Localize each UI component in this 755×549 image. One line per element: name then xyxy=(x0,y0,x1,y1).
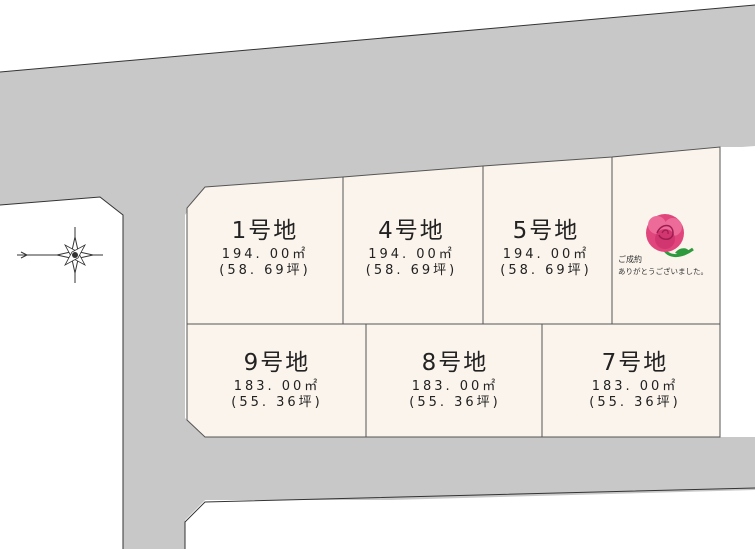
lot-name: 8号地 xyxy=(421,350,489,376)
sold-message: ご成約 ありがとうございました。 xyxy=(618,254,720,278)
lot-area: 183. 00㎡ xyxy=(411,379,499,394)
lot-name: 5号地 xyxy=(512,218,580,244)
lot-area: 183. 00㎡ xyxy=(591,379,679,394)
lot-tsubo: (55. 36坪) xyxy=(589,395,681,410)
rose-icon xyxy=(646,214,694,257)
lot-tsubo: (58. 69坪) xyxy=(219,263,311,278)
lot-area: 194. 00㎡ xyxy=(221,247,309,262)
lot-tsubo: (55. 36坪) xyxy=(231,395,323,410)
lot-block xyxy=(186,146,721,438)
lot-name: 9号地 xyxy=(243,350,311,376)
lot-name: 7号地 xyxy=(601,350,669,376)
road-top xyxy=(0,5,755,215)
lot-tsubo: (58. 69坪) xyxy=(365,263,458,278)
sold-line-1: ご成約 xyxy=(618,255,642,264)
lot-tsubo: (58. 69坪) xyxy=(500,263,592,278)
lot-area: 183. 00㎡ xyxy=(233,379,321,394)
lot-4-label: 4号地 194. 00㎡ (58. 69坪) xyxy=(349,218,474,279)
lot-1-label: 1号地 194. 00㎡ (58. 69坪) xyxy=(205,218,325,279)
lot-8-label: 8号地 183. 00㎡ (55. 36坪) xyxy=(390,350,520,411)
lot-tsubo: (55. 36坪) xyxy=(409,395,501,410)
compass-icon xyxy=(17,227,103,283)
land-south xyxy=(185,490,755,549)
land-west xyxy=(0,197,123,549)
sold-line-2: ありがとうございました。 xyxy=(618,267,708,276)
lot-area: 194. 00㎡ xyxy=(368,247,455,262)
lot-name: 1号地 xyxy=(231,218,299,244)
lot-7-label: 7号地 183. 00㎡ (55. 36坪) xyxy=(570,350,700,411)
lot-area: 194. 00㎡ xyxy=(502,247,590,262)
lot-9-label: 9号地 183. 00㎡ (55. 36坪) xyxy=(212,350,342,411)
road-bottom xyxy=(123,437,755,549)
land-east xyxy=(720,147,755,437)
lot-name: 4号地 xyxy=(378,218,445,244)
lot-5-label: 5号地 194. 00㎡ (58. 69坪) xyxy=(486,218,606,279)
